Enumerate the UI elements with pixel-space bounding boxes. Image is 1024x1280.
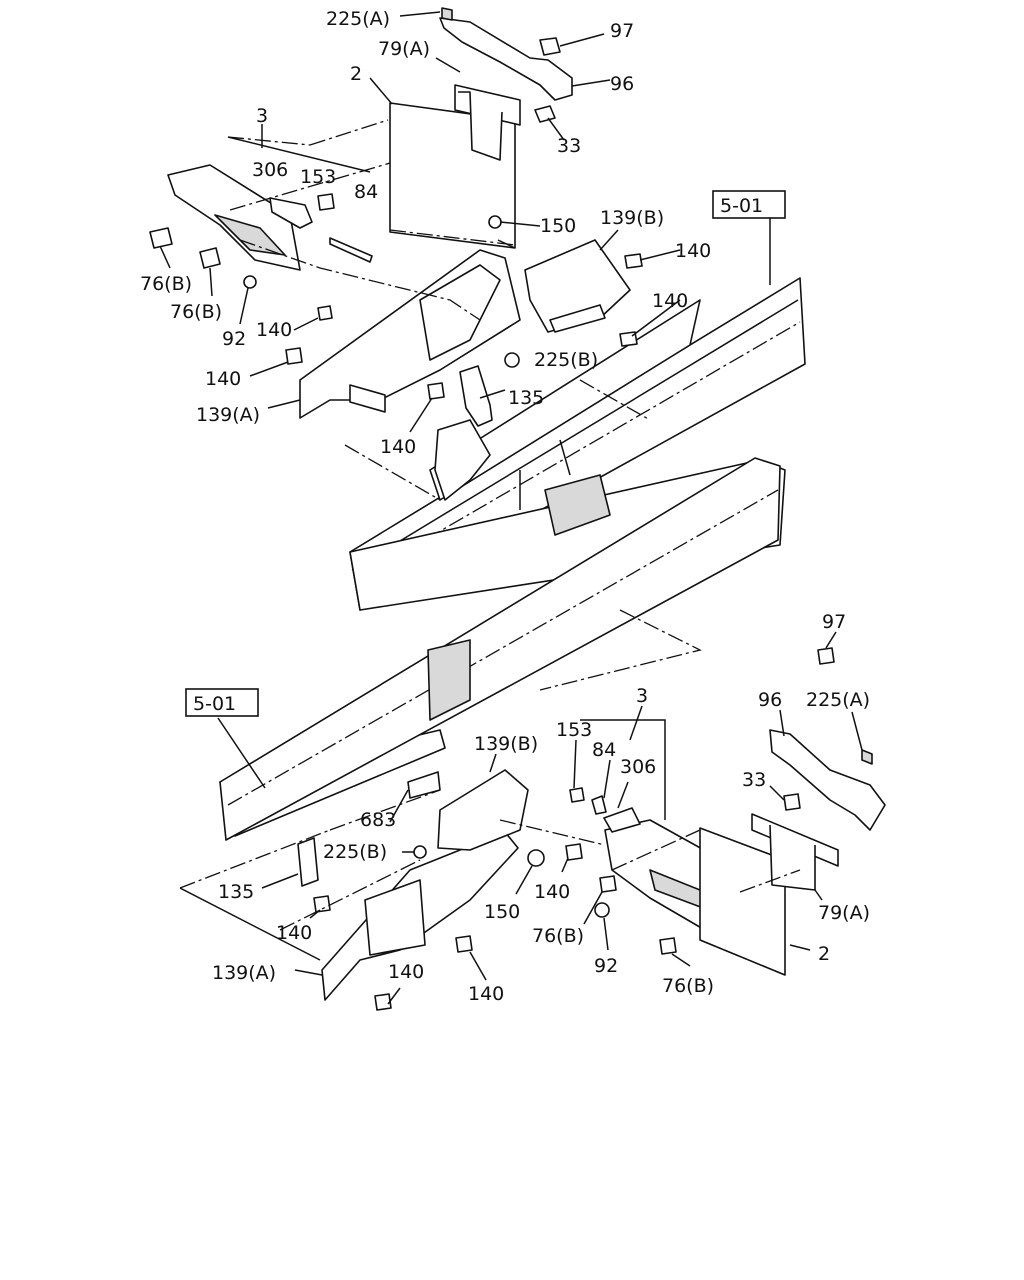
bolts-lower (313, 647, 835, 1011)
callout-140a: 140 (675, 240, 711, 262)
reference-box-lower (185, 688, 259, 717)
callout-225a-lower: 225(A) (806, 689, 870, 711)
leader-lines-lower (217, 631, 863, 1005)
callout-79a-lower: 79(A) (818, 902, 870, 924)
callout-139a-lower: 139(A) (212, 962, 276, 984)
callout-140b: 140 (652, 290, 688, 312)
bracket-139b-upper (524, 239, 631, 333)
callout-153: 153 (300, 166, 336, 188)
callout-306: 306 (252, 159, 288, 181)
bracket-96-upper (439, 7, 573, 101)
callout-3: 3 (256, 105, 268, 127)
callout-33: 33 (557, 135, 581, 157)
stay-139a-lower (321, 831, 519, 1001)
callout-76b-2-lower: 76(B) (662, 975, 714, 997)
callout-97: 97 (610, 20, 634, 42)
callout-84-lower: 84 (592, 739, 616, 761)
callout-140d: 140 (205, 368, 241, 390)
callout-3-lower: 3 (636, 685, 648, 707)
callout-140b-lower: 140 (276, 922, 312, 944)
callout-84: 84 (354, 181, 378, 203)
callout-139a: 139(A) (196, 404, 260, 426)
reference-label-lower: 5-01 (193, 693, 236, 715)
callout-2: 2 (350, 63, 362, 85)
callout-139b-lower: 139(B) (474, 733, 538, 755)
callout-140c: 140 (256, 319, 292, 341)
callout-140a-lower: 140 (534, 881, 570, 903)
callout-150: 150 (540, 215, 576, 237)
leader-lines-upper (159, 11, 771, 433)
reference-box-upper (712, 190, 786, 219)
plate-2-lower (699, 813, 839, 976)
callout-225b: 225(B) (534, 349, 598, 371)
frame-rail-lower (219, 457, 781, 841)
stay-139a-upper (299, 249, 521, 419)
guide-lines-upper (227, 119, 651, 501)
callout-76b-1-lower: 76(B) (532, 925, 584, 947)
callout-150-lower: 150 (484, 901, 520, 923)
callout-76b-1: 76(B) (140, 273, 192, 295)
guide-lines-lower (179, 609, 801, 976)
reference-label-upper: 5-01 (720, 195, 763, 217)
callout-225a: 225(A) (326, 8, 390, 30)
callout-683: 683 (360, 809, 396, 831)
callouts-lower: 97 96 225(A) 3 153 84 306 139(B) 33 683 … (212, 611, 870, 1005)
callout-96: 96 (610, 73, 634, 95)
callout-76b-2: 76(B) (170, 301, 222, 323)
callout-96-lower: 96 (758, 689, 782, 711)
callout-97-lower: 97 (822, 611, 846, 633)
callout-33-lower: 33 (742, 769, 766, 791)
callout-306-lower: 306 (620, 756, 656, 778)
callout-153-lower: 153 (556, 719, 592, 741)
callout-92-lower: 92 (594, 955, 618, 977)
callout-140e: 140 (380, 436, 416, 458)
callout-135-lower: 135 (218, 881, 254, 903)
callout-225b-lower: 225(B) (323, 841, 387, 863)
plate-2-upper (389, 84, 556, 249)
callout-135: 135 (508, 387, 544, 409)
callout-140d-lower: 140 (468, 983, 504, 1005)
frame-rail-upper (349, 277, 806, 611)
mud-guard-3-upper (167, 164, 373, 271)
callout-139b: 139(B) (600, 207, 664, 229)
callout-92: 92 (222, 328, 246, 350)
bracket-135-upper (459, 365, 493, 427)
bracket-135-lower (297, 837, 319, 887)
bracket-139b-lower (407, 769, 529, 851)
callout-79a: 79(A) (378, 38, 430, 60)
callouts-upper: 225(A) 97 79(A) 96 2 33 3 306 153 84 150… (140, 8, 711, 458)
callout-2-lower: 2 (818, 943, 830, 965)
bracket-96-lower (769, 729, 886, 831)
callout-140c-lower: 140 (388, 961, 424, 983)
